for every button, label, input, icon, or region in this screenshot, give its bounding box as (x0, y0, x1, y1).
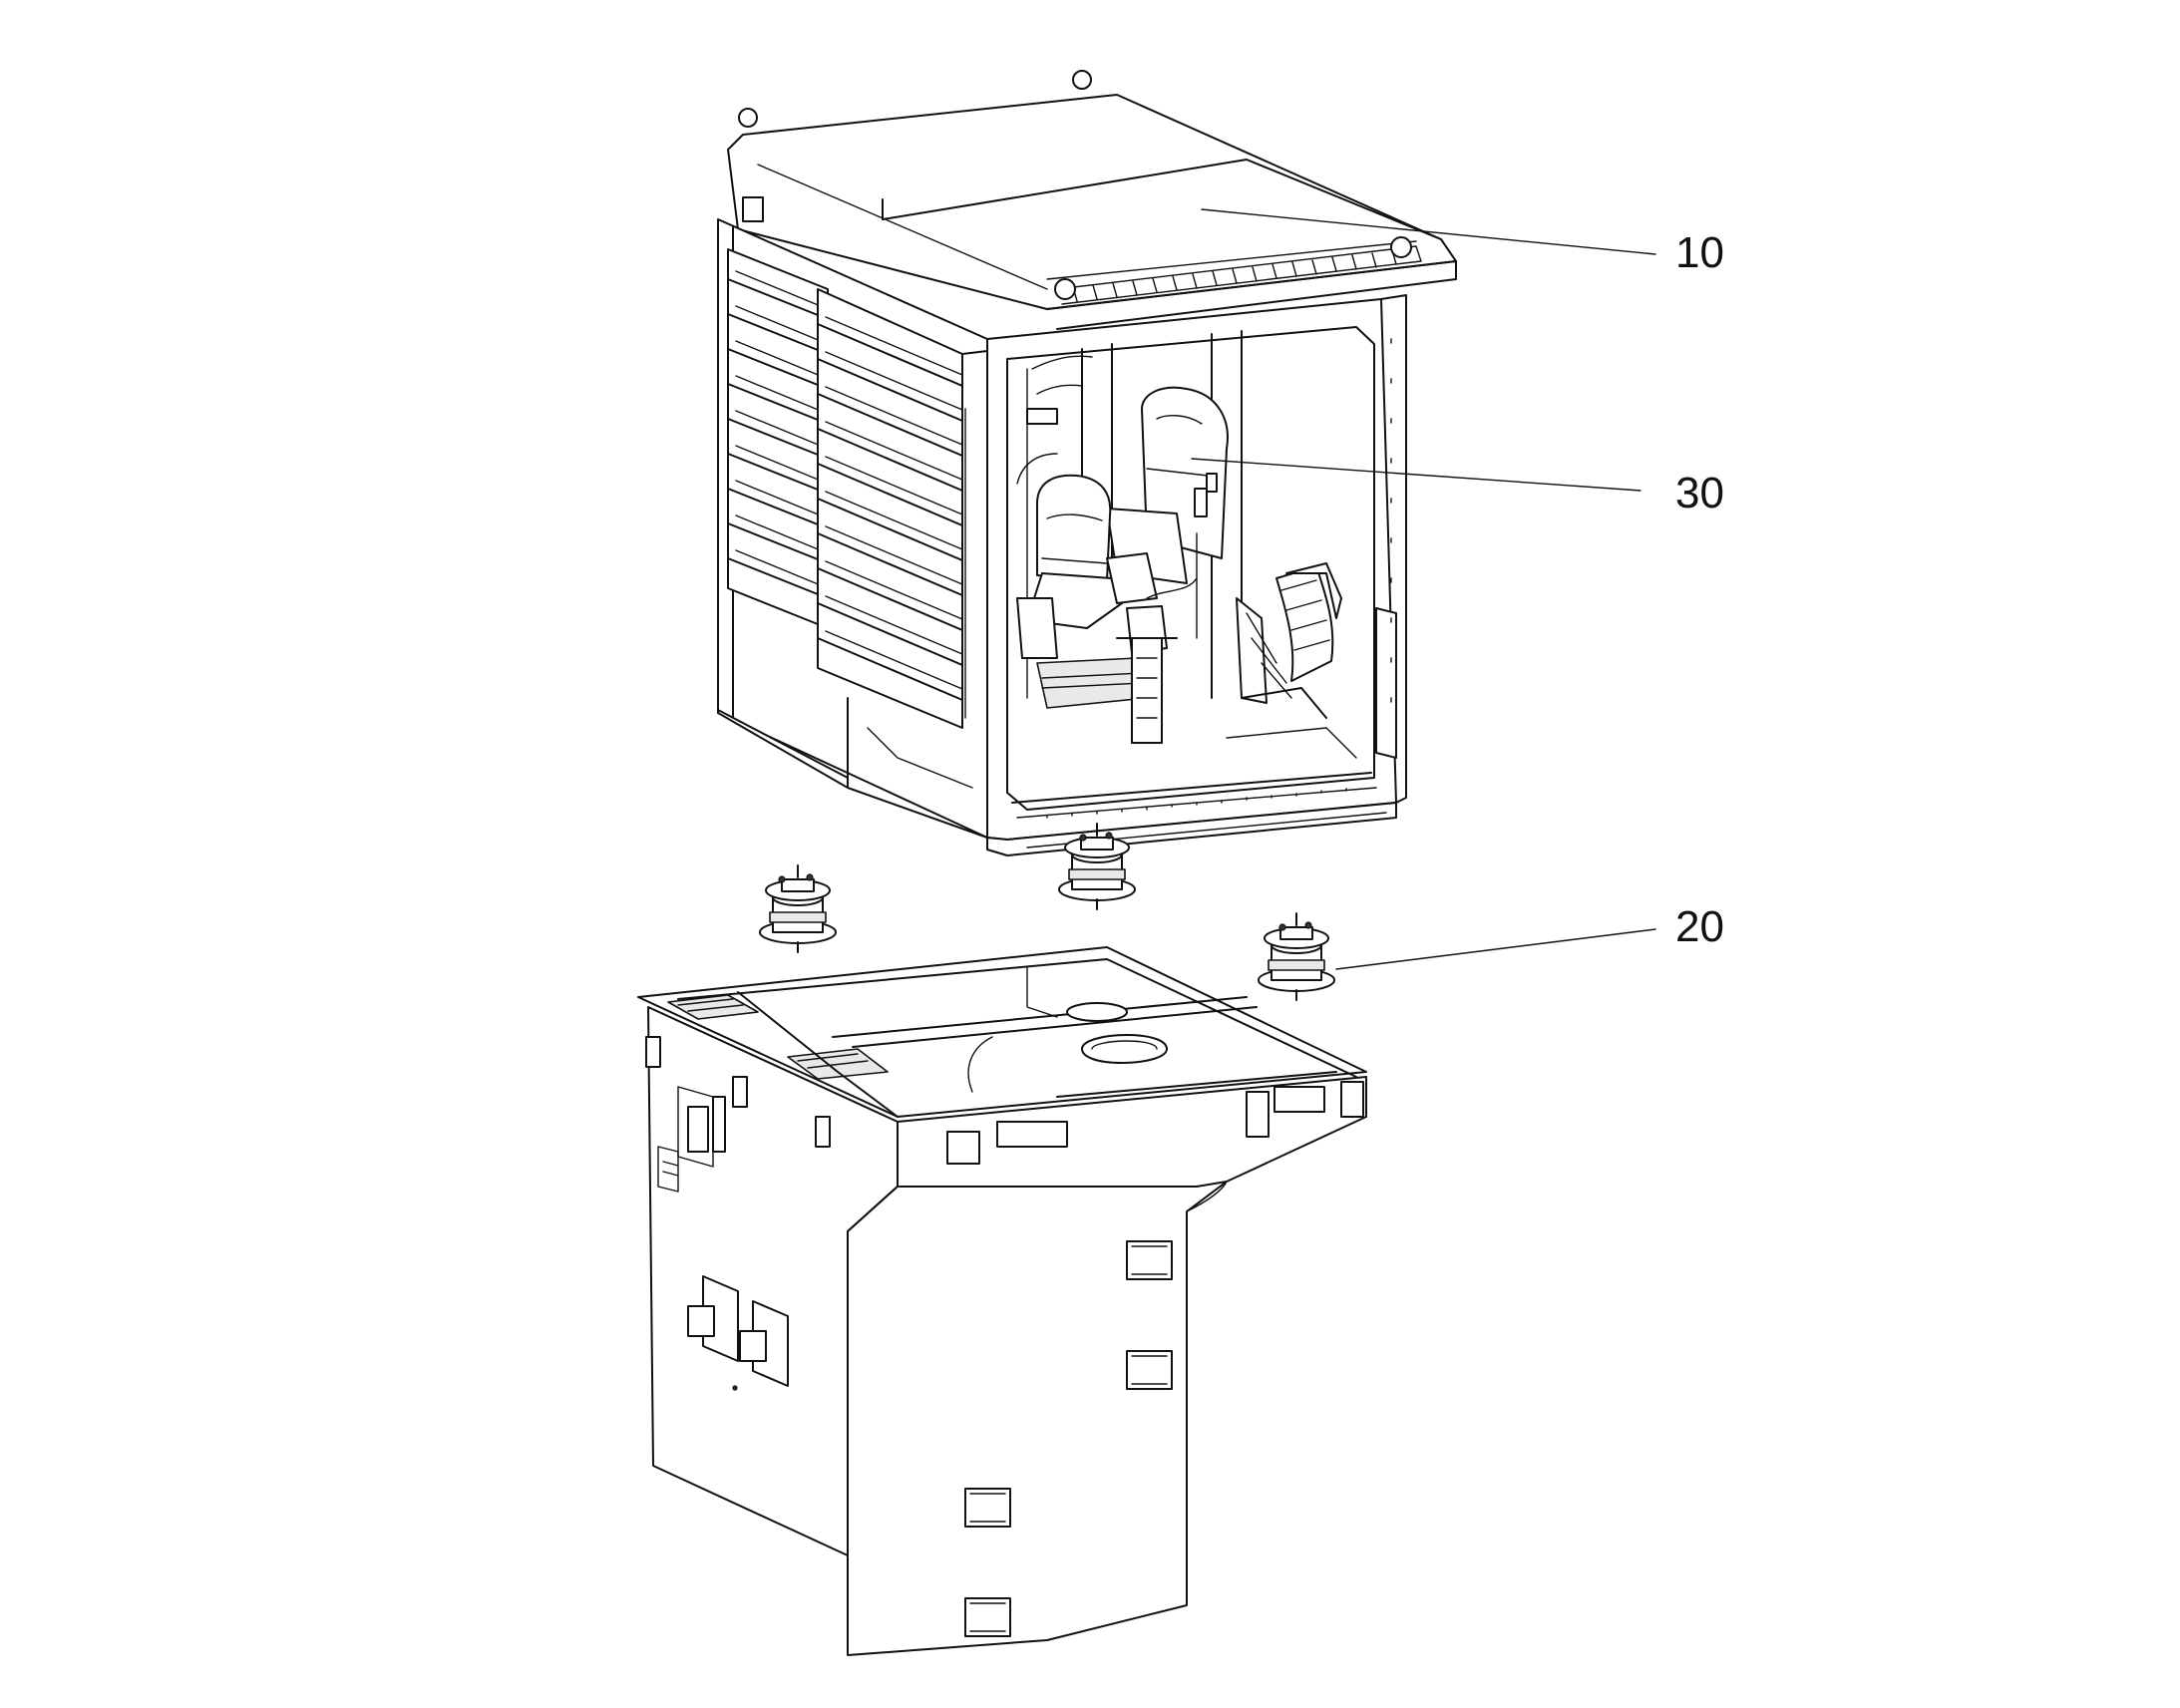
ref-label-10: 10 (1675, 228, 1724, 277)
window-guard-rear (727, 248, 829, 629)
access-panel (964, 1488, 1011, 1528)
mount-right (1258, 912, 1335, 1001)
roof-bracket (742, 196, 764, 222)
access-panel (1246, 1091, 1270, 1138)
operator-cab (717, 70, 1457, 856)
lifting-eye (1390, 236, 1412, 258)
access-panel (1126, 1350, 1173, 1390)
leader-line-10 (1201, 208, 1656, 255)
base-front-face (847, 1076, 1367, 1656)
ref-label-20: 20 (1675, 902, 1724, 951)
leader-lines (1191, 208, 1656, 970)
seat-30 (1106, 386, 1229, 639)
leader-line-20 (1335, 928, 1656, 970)
mount-left (759, 864, 837, 953)
roof-grating (1056, 245, 1422, 305)
access-panel (946, 1131, 980, 1165)
lifting-eye (1054, 278, 1076, 300)
mount-center (1058, 823, 1136, 910)
lifting-eye (1072, 70, 1092, 90)
control-console (1226, 562, 1357, 759)
lifting-eye (738, 108, 758, 128)
access-panel (1273, 1086, 1325, 1113)
access-panel (964, 1597, 1011, 1637)
base-left-face (645, 1006, 899, 1556)
ref-label-30: 30 (1675, 469, 1724, 517)
base-frame (637, 946, 1367, 1656)
access-panel (996, 1121, 1068, 1148)
access-panel (1340, 1081, 1364, 1118)
cab-roof (727, 70, 1457, 330)
base-top-frame (637, 946, 1367, 1118)
access-panel (1126, 1240, 1173, 1280)
leader-line-30 (1191, 458, 1641, 492)
driver-seat (1016, 474, 1198, 744)
window-guard-front (817, 288, 988, 839)
